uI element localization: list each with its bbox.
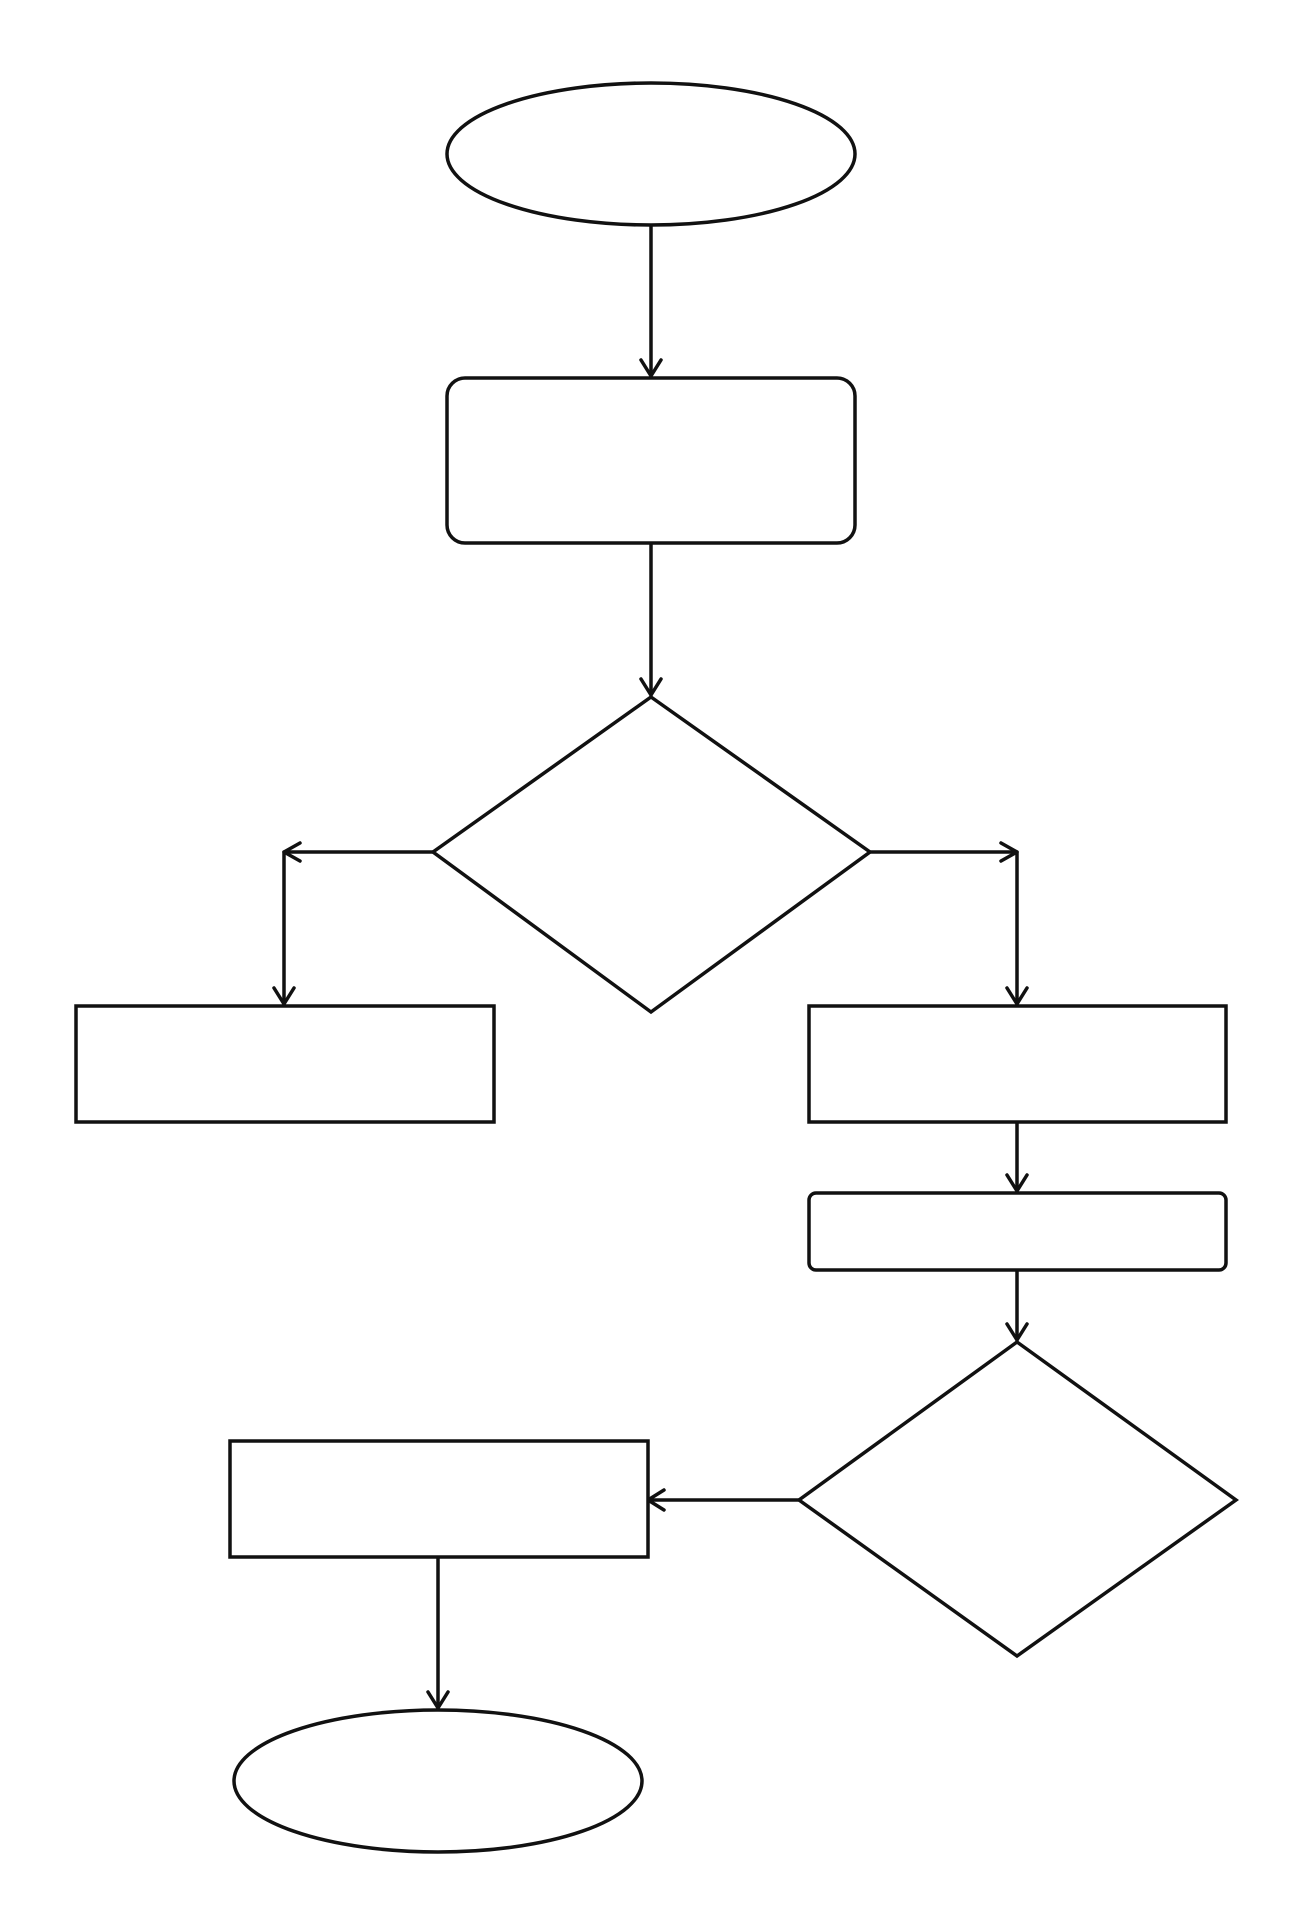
arrowhead-down-icon <box>272 986 296 1006</box>
edge-decision-1-to-process-right <box>868 850 1019 1006</box>
process-box-right <box>807 1004 1228 1124</box>
decision-diamond-1 <box>430 694 873 1015</box>
arrowhead-down-icon <box>1005 986 1029 1006</box>
arrowhead-right-icon <box>999 841 1019 863</box>
arrowhead-down-icon <box>639 358 663 378</box>
arrowhead-down-icon <box>1005 1173 1029 1193</box>
process-box-left <box>74 1004 496 1124</box>
edge-decision-1-to-process-left <box>282 850 435 1006</box>
process-box-2 <box>807 1191 1228 1272</box>
arrowhead-left-icon <box>282 841 302 863</box>
process-box-3 <box>228 1439 650 1559</box>
decision-diamond-2 <box>796 1339 1240 1659</box>
start-terminal <box>445 81 857 227</box>
nodes <box>74 81 1240 1854</box>
process-box-1 <box>445 376 857 545</box>
end-terminal <box>232 1708 644 1854</box>
arrowhead-down-icon <box>426 1690 450 1710</box>
